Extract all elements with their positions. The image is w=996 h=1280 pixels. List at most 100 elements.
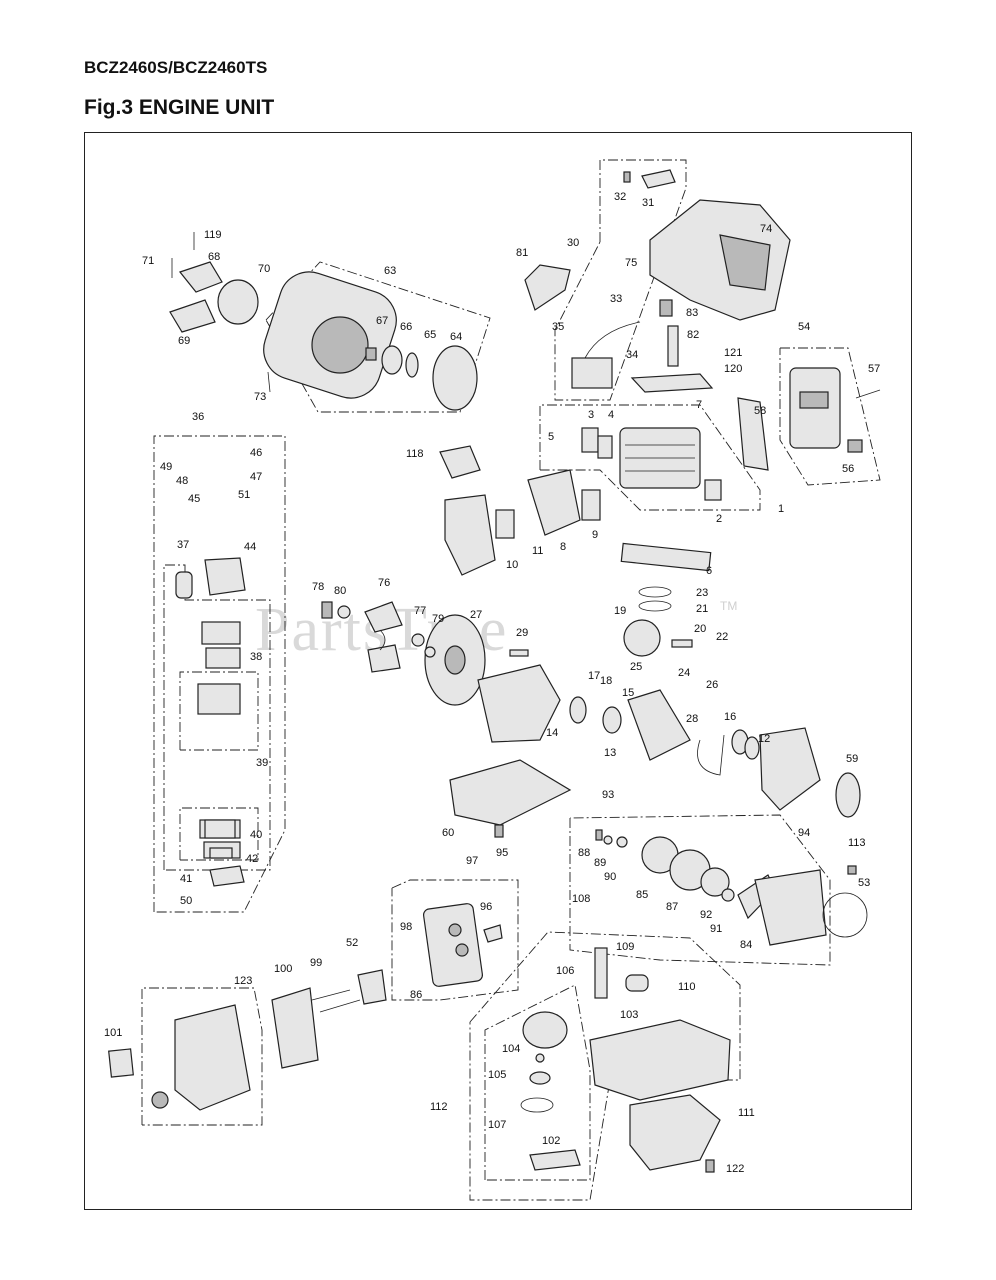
callout-77: 77	[414, 605, 426, 617]
callout-66: 66	[400, 321, 412, 333]
callout-112: 112	[430, 1101, 448, 1113]
callout-49: 49	[160, 461, 172, 473]
callout-68: 68	[208, 251, 220, 263]
bolt-78	[321, 601, 333, 619]
fan-cover-59	[449, 759, 572, 826]
housing-63-bore	[311, 316, 369, 374]
callout-23: 23	[696, 587, 708, 599]
callout-20: 20	[694, 623, 706, 635]
group-outline-102	[469, 931, 741, 1201]
callout-42: 42	[246, 853, 258, 865]
callout-93: 93	[602, 789, 614, 801]
callout-30: 30	[567, 237, 579, 249]
screw-73	[267, 371, 271, 393]
clutch-drum-64	[432, 345, 478, 411]
callout-34: 34	[626, 349, 638, 361]
bolt-111	[705, 1159, 715, 1173]
callout-106: 106	[556, 965, 574, 977]
gasket-9	[581, 489, 601, 521]
nut-67	[365, 347, 377, 361]
callout-40: 40	[250, 829, 262, 841]
ratchet-87	[700, 867, 730, 897]
diaphragm-38a	[201, 621, 241, 645]
callout-22: 22	[716, 631, 728, 643]
starter-case-84	[754, 869, 827, 946]
washer-88	[603, 835, 613, 845]
spark-plug-82	[667, 325, 679, 367]
callout-11: 11	[532, 545, 543, 557]
callout-79: 79	[432, 613, 444, 625]
group-outline-37	[163, 564, 271, 871]
bolt-52	[311, 989, 351, 1001]
callout-50: 50	[180, 895, 192, 907]
callout-5: 5	[548, 431, 554, 443]
group-outline-84	[569, 814, 831, 966]
gasket-120	[630, 373, 714, 393]
air-cleaner-base-95	[422, 903, 484, 987]
callout-33: 33	[610, 293, 622, 305]
pin-19	[509, 649, 529, 657]
callout-107: 107	[488, 1119, 506, 1131]
diaphragm-38b	[205, 647, 241, 669]
diagram-frame	[84, 132, 912, 1210]
callout-48: 48	[176, 475, 188, 487]
callout-35: 35	[552, 321, 564, 333]
callout-75: 75	[625, 257, 637, 269]
callout-54: 54	[798, 321, 810, 333]
callout-4: 4	[608, 409, 614, 421]
spring-89	[616, 836, 628, 848]
callout-105: 105	[488, 1069, 506, 1081]
callout-44: 44	[244, 541, 256, 553]
nut-27	[424, 646, 436, 658]
carburetor-36	[444, 494, 496, 576]
callout-98: 98	[400, 921, 412, 933]
callout-90: 90	[604, 871, 616, 883]
callout-8: 8	[560, 541, 566, 553]
callout-10: 10	[506, 559, 518, 571]
retainer-107	[529, 1149, 581, 1171]
crankcase-12	[477, 664, 561, 743]
crankshaft-26	[627, 689, 691, 761]
callout-59: 59	[846, 753, 858, 765]
callout-13: 13	[604, 747, 616, 759]
callout-123: 123	[234, 975, 252, 987]
label-123	[108, 1048, 134, 1078]
gasket-2	[704, 479, 722, 501]
callout-47: 47	[250, 471, 262, 483]
disc-113	[822, 892, 868, 938]
callout-26: 26	[706, 679, 718, 691]
wire-holder-81	[524, 264, 571, 311]
group-outline-38	[179, 671, 259, 751]
callout-58: 58	[754, 405, 766, 417]
group-outline-1	[539, 404, 761, 511]
callout-104: 104	[502, 1043, 520, 1055]
callout-6: 6	[706, 565, 712, 577]
callout-87: 87	[666, 901, 678, 913]
callout-94: 94	[798, 827, 810, 839]
cover-40	[204, 819, 236, 839]
callout-67: 67	[376, 315, 388, 327]
callout-111: 111	[738, 1107, 755, 1119]
bearing-66	[381, 345, 403, 375]
seal-16	[744, 736, 760, 760]
callout-32: 32	[614, 191, 626, 203]
callout-53: 53	[858, 877, 870, 889]
bearing-17	[569, 696, 587, 724]
callout-78: 78	[312, 581, 324, 593]
callout-95: 95	[496, 847, 508, 859]
callout-74: 74	[760, 223, 772, 235]
callout-91: 91	[710, 923, 722, 935]
ring-21	[638, 586, 672, 598]
callout-16: 16	[724, 711, 736, 723]
pad-118	[439, 445, 481, 479]
callout-70: 70	[258, 263, 270, 275]
callout-38: 38	[250, 651, 262, 663]
callout-99: 99	[310, 957, 322, 969]
bolt-52b	[319, 999, 361, 1013]
muffler-plate-54	[799, 391, 829, 409]
bracket-68	[178, 261, 223, 293]
callout-80: 80	[334, 585, 346, 597]
model-number: BCZ2460S/BCZ2460TS	[84, 58, 268, 77]
callout-14: 14	[546, 727, 558, 739]
